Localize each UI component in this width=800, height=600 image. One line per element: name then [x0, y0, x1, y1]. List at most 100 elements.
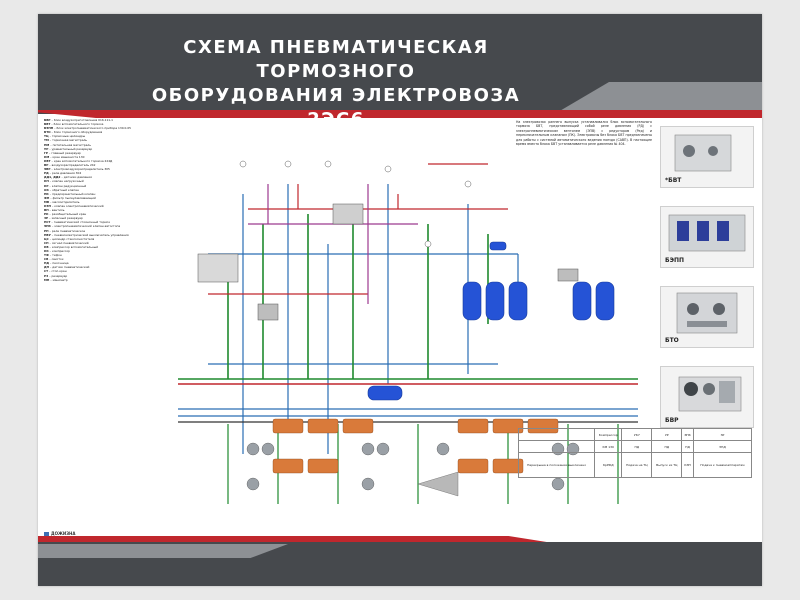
gauge-2	[284, 160, 292, 168]
legend-item: КН – клапан нагрузочный	[44, 179, 208, 183]
table-cell: КЭП	[681, 452, 694, 478]
legend-code: КР	[44, 183, 49, 188]
legend-text: – блок вспомогательного тормоза	[50, 122, 104, 127]
legend-item: ЭПК – электропневматический клапан автос…	[44, 224, 208, 228]
title-line-1: СХЕМА ПНЕВМАТИЧЕСКАЯ ТОРМОЗНОГО	[183, 37, 489, 82]
dryer-unit	[557, 268, 579, 282]
photo-bto-label: БТО	[665, 337, 679, 344]
legend-item: КР – клапан редукционный	[44, 184, 208, 188]
photo-beprp-label: БЭПП	[665, 257, 685, 264]
photo-beprp: БЭПП	[660, 206, 754, 268]
legend-code: ЗР	[44, 216, 49, 221]
legend-code: СП	[44, 240, 49, 245]
photo-bvt-label: *БВТ	[665, 177, 682, 184]
legend-text: – запасный резервуар	[48, 216, 83, 221]
legend-code: БВТ	[44, 122, 51, 127]
cylinder-line	[208, 163, 508, 295]
mode-table: Компрессор УК7 УР ЭПК ЗР КМ 130 ПД ПД ПД…	[517, 428, 753, 478]
legend-item: ПСТ – пневматический стояночный тормоз	[44, 220, 208, 224]
footer-logo: ДОЖИЗНА	[44, 531, 76, 537]
brake-cylinder-4	[457, 418, 489, 434]
legend-text: – стоп-кран	[48, 269, 67, 274]
photo-beprp-image	[668, 214, 746, 252]
legend-code: ПМ	[44, 142, 50, 147]
title-block: СХЕМА ПНЕВМАТИЧЕСКАЯ ТОРМОЗНОГО ОБОРУДОВ…	[126, 36, 546, 132]
legend-text: – датчики давления	[60, 175, 92, 180]
legend-text: – тормозные цилиндры	[48, 134, 86, 139]
legend-text: – кран машиниста 130	[49, 154, 85, 159]
photo-bvr-label: БВР	[665, 417, 679, 424]
legend-item: ВР – воздухораспределитель 242	[44, 163, 208, 167]
main-reservoir-2	[485, 281, 505, 321]
legend-code: РЗ	[44, 273, 49, 278]
main-reservoir-3	[508, 281, 528, 321]
equalizing-line	[248, 184, 418, 304]
table-header-cell: УР	[651, 428, 683, 441]
table-cell: Выпуск из ТЦ	[651, 452, 683, 478]
footer-grey-stripe	[38, 544, 288, 558]
legend-code: РД	[44, 171, 49, 176]
legend-text: – песочница	[49, 261, 69, 266]
legend-code: ГР	[44, 150, 48, 155]
legend-text: – главный резервуар	[47, 150, 81, 155]
wheel-9	[361, 477, 375, 491]
legend-code: ВР	[44, 163, 49, 168]
legend-text: – маслоотделитель	[49, 199, 80, 204]
legend-text: – реле пневматическое	[48, 228, 86, 233]
legend-text: – электровоздухораспределитель 305	[50, 167, 110, 172]
photo-bvt-image	[674, 134, 732, 172]
table-cell: ЗПД	[692, 440, 753, 453]
legend-item: ГР – главный резервуар	[44, 151, 208, 155]
gauge-5	[464, 180, 472, 188]
table-cell: Подача к пневмоаппаратам	[692, 452, 753, 478]
table-header-cell: ЗР	[692, 428, 753, 441]
legend-text: – блок воздухоприготовления 016.111-1	[50, 118, 114, 122]
wheel-10	[551, 477, 565, 491]
legend-code: РП	[44, 228, 49, 233]
legend-code: ФП	[44, 195, 50, 200]
title-line-2: ОБОРУДОВАНИЯ ЭЛЕКТРОВОЗА 2ЭС6	[151, 85, 521, 130]
legend-item: ФП – фильтр пылеулавливающий	[44, 196, 208, 200]
legend-code: БВР	[44, 118, 51, 122]
legend-code: КВТ	[44, 158, 51, 163]
brake-line	[178, 204, 638, 380]
table-cell: ПД	[681, 440, 694, 453]
legend-item: СВ – свисток	[44, 257, 208, 261]
legend-item: РП – реле пневматическое	[44, 229, 208, 233]
auxiliary-reservoir	[367, 385, 403, 401]
brake-cylinder-8	[307, 458, 339, 474]
legend-item: БВР – блок воздухоприготовления 016.111-…	[44, 118, 208, 122]
legend-text: – резервуар	[48, 273, 68, 278]
legend-code: КМ	[44, 154, 50, 159]
brake-cylinder-1	[272, 418, 304, 434]
legend-text: – клапан нагрузочный	[48, 179, 84, 184]
legend-item: РК – разобщительный кран	[44, 212, 208, 216]
brake-cylinder-3	[342, 418, 374, 434]
table-cell: КМ 130	[594, 440, 623, 453]
legend-code: ДД1, ДД2	[44, 175, 61, 180]
legend-item: ЭВР – электровоздухораспределитель 305	[44, 167, 208, 171]
legend-text: – компрессор вспомогательный	[48, 244, 99, 249]
legend-item: БЭПП – блок электропневматического прибо…	[44, 126, 208, 130]
wheel-8	[246, 477, 260, 491]
legend-item: ПК – предохранительный клапан	[44, 192, 208, 196]
legend-item: КМ – кран машиниста 130	[44, 155, 208, 159]
legend-text: – блок электропневматического прибора 13…	[53, 126, 132, 131]
brake-cylinder-5	[492, 418, 524, 434]
legend-text: – клапан электропневматический	[50, 203, 104, 208]
table-cell: ПД	[651, 440, 683, 453]
legend-code: ЭВР	[44, 167, 51, 172]
main-reservoir-5	[595, 281, 615, 321]
table-header-cell: Компрессор	[594, 428, 623, 441]
legend-item: СТ – стоп-кран	[44, 269, 208, 273]
photo-bvr: БВР	[660, 366, 754, 428]
valve-unit	[257, 303, 279, 321]
photo-bvr-image	[678, 376, 742, 412]
legend-text: – свисток	[48, 257, 64, 262]
legend-text: – питательная магистраль	[49, 142, 91, 147]
table-row: КМ 130 ПД ПД ПД ЗПД	[517, 440, 753, 453]
legend-code: ДП	[44, 265, 49, 270]
footer-red-stripe	[38, 536, 560, 544]
legend-text: – сигнал пневматический	[48, 240, 89, 245]
table-cell: ПД	[621, 440, 653, 453]
